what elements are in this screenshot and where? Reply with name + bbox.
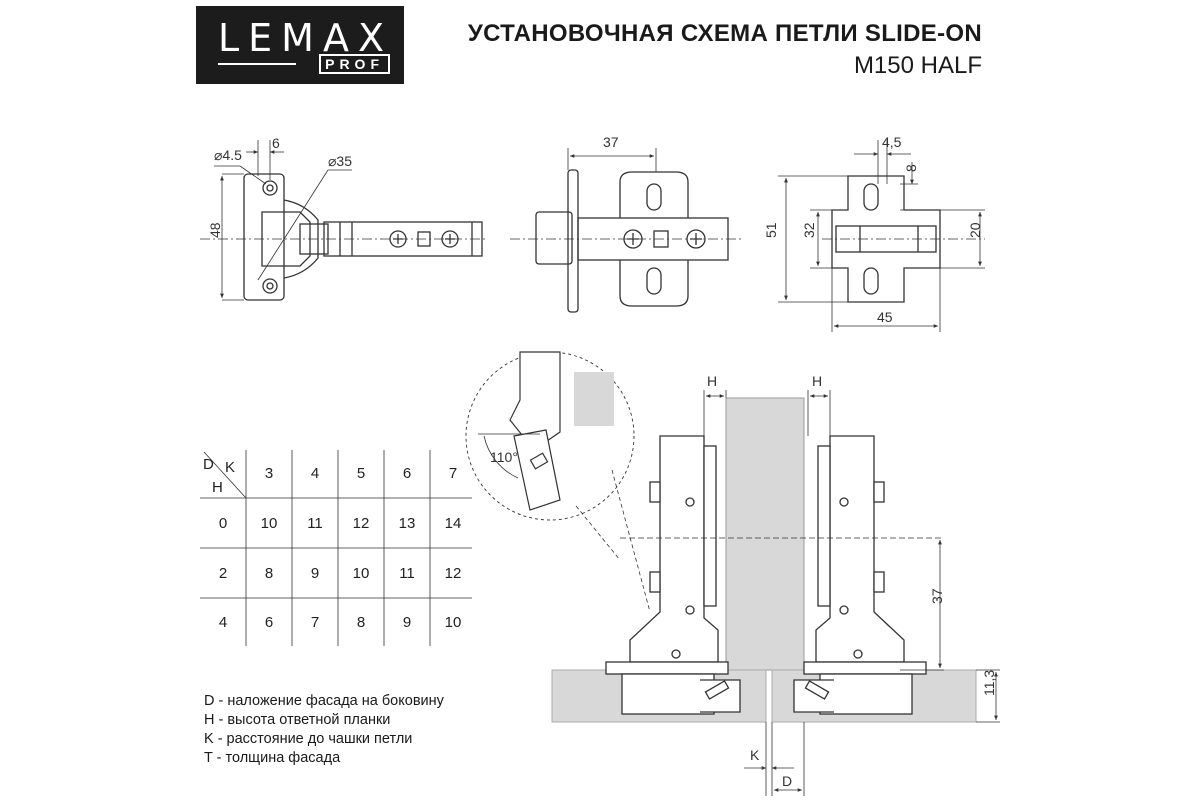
table-k-header: 4 [311,465,319,482]
table-cell: 11 [399,565,415,582]
section-dimensions [620,390,1000,796]
legend-item-d: D - наложение фасада на боковину [204,693,444,709]
table-cell: 8 [265,565,273,582]
table-cell: 12 [353,515,370,532]
side-view-dimensions [567,148,657,172]
logo-rule [218,63,296,65]
front-view-dimensions [214,140,352,301]
table-corner-d: D [203,456,214,473]
table-cell: 14 [445,515,462,532]
table-cell: 11 [307,515,323,532]
table-k-header: 7 [449,465,457,482]
dim-d: D [782,773,792,789]
table-h-value: 4 [219,614,227,631]
table-k-header: 3 [265,465,273,482]
plate-view-dimensions [778,140,985,332]
legend: D - наложение фасада на боковину H - выс… [204,692,444,768]
dim-plate-slot: 8 [903,164,919,172]
table-cell: 6 [265,614,273,631]
table-cell: 10 [353,565,370,582]
legend-item-h: H - высота ответной планки [204,712,391,728]
table-h-value: 2 [219,565,227,582]
table-k-header: 6 [403,465,411,482]
dim-side-width: 37 [603,134,619,150]
dim-plate-length: 45 [877,309,893,325]
dim-section-depth: 37 [929,588,945,604]
hinge-front-view [200,173,485,301]
table-cell: 9 [403,614,411,631]
dim-offset: 6 [272,135,280,151]
logo-wordmark: LEMAX [218,16,393,60]
table-cell: 7 [311,614,319,631]
dim-hole-diameter: ⌀4.5 [214,147,242,163]
logo-subbrand: PROF [319,54,390,74]
table-h-value: 0 [219,515,227,532]
hinge-side-view [510,169,742,313]
dim-k: K [750,747,760,763]
dim-section-base: 11,3 [981,670,997,696]
table-cell: 8 [357,614,365,631]
dim-front-height: 48 [207,222,223,238]
dim-h-left: H [707,373,717,389]
table-cell: 13 [399,515,416,532]
table-corner-k: K [225,459,235,476]
dim-plate-hole: 4,5 [882,134,902,150]
dim-plate-thickness: 20 [967,222,983,238]
page-subtitle: M150 HALF [853,52,982,79]
overlay-table: D K H 3 4 5 6 7 0 10 11 12 13 14 2 8 9 1… [200,450,472,646]
section-view [465,351,977,723]
table-corner-h: H [212,479,223,496]
legend-item-k: K - расстояние до чашки петли [204,731,413,747]
table-k-header: 5 [357,465,365,482]
dim-cup-diameter: ⌀35 [328,153,352,169]
dim-opening-angle: 110° [490,449,518,465]
dim-plate-inner: 32 [801,222,817,238]
table-cell: 12 [445,565,462,582]
table-cell: 10 [261,515,278,532]
brand-logo: LEMAX PROF [196,6,404,84]
table-cell: 10 [445,614,462,631]
page-title: УСТАНОВОЧНАЯ СХЕМА ПЕТЛИ SLIDE-ON [467,20,982,47]
dim-h-right: H [812,373,822,389]
legend-item-t: T - толщина фасада [204,750,341,766]
table-cell: 9 [311,565,319,582]
mounting-plate-view [822,175,985,303]
dim-plate-outer: 51 [763,222,779,238]
